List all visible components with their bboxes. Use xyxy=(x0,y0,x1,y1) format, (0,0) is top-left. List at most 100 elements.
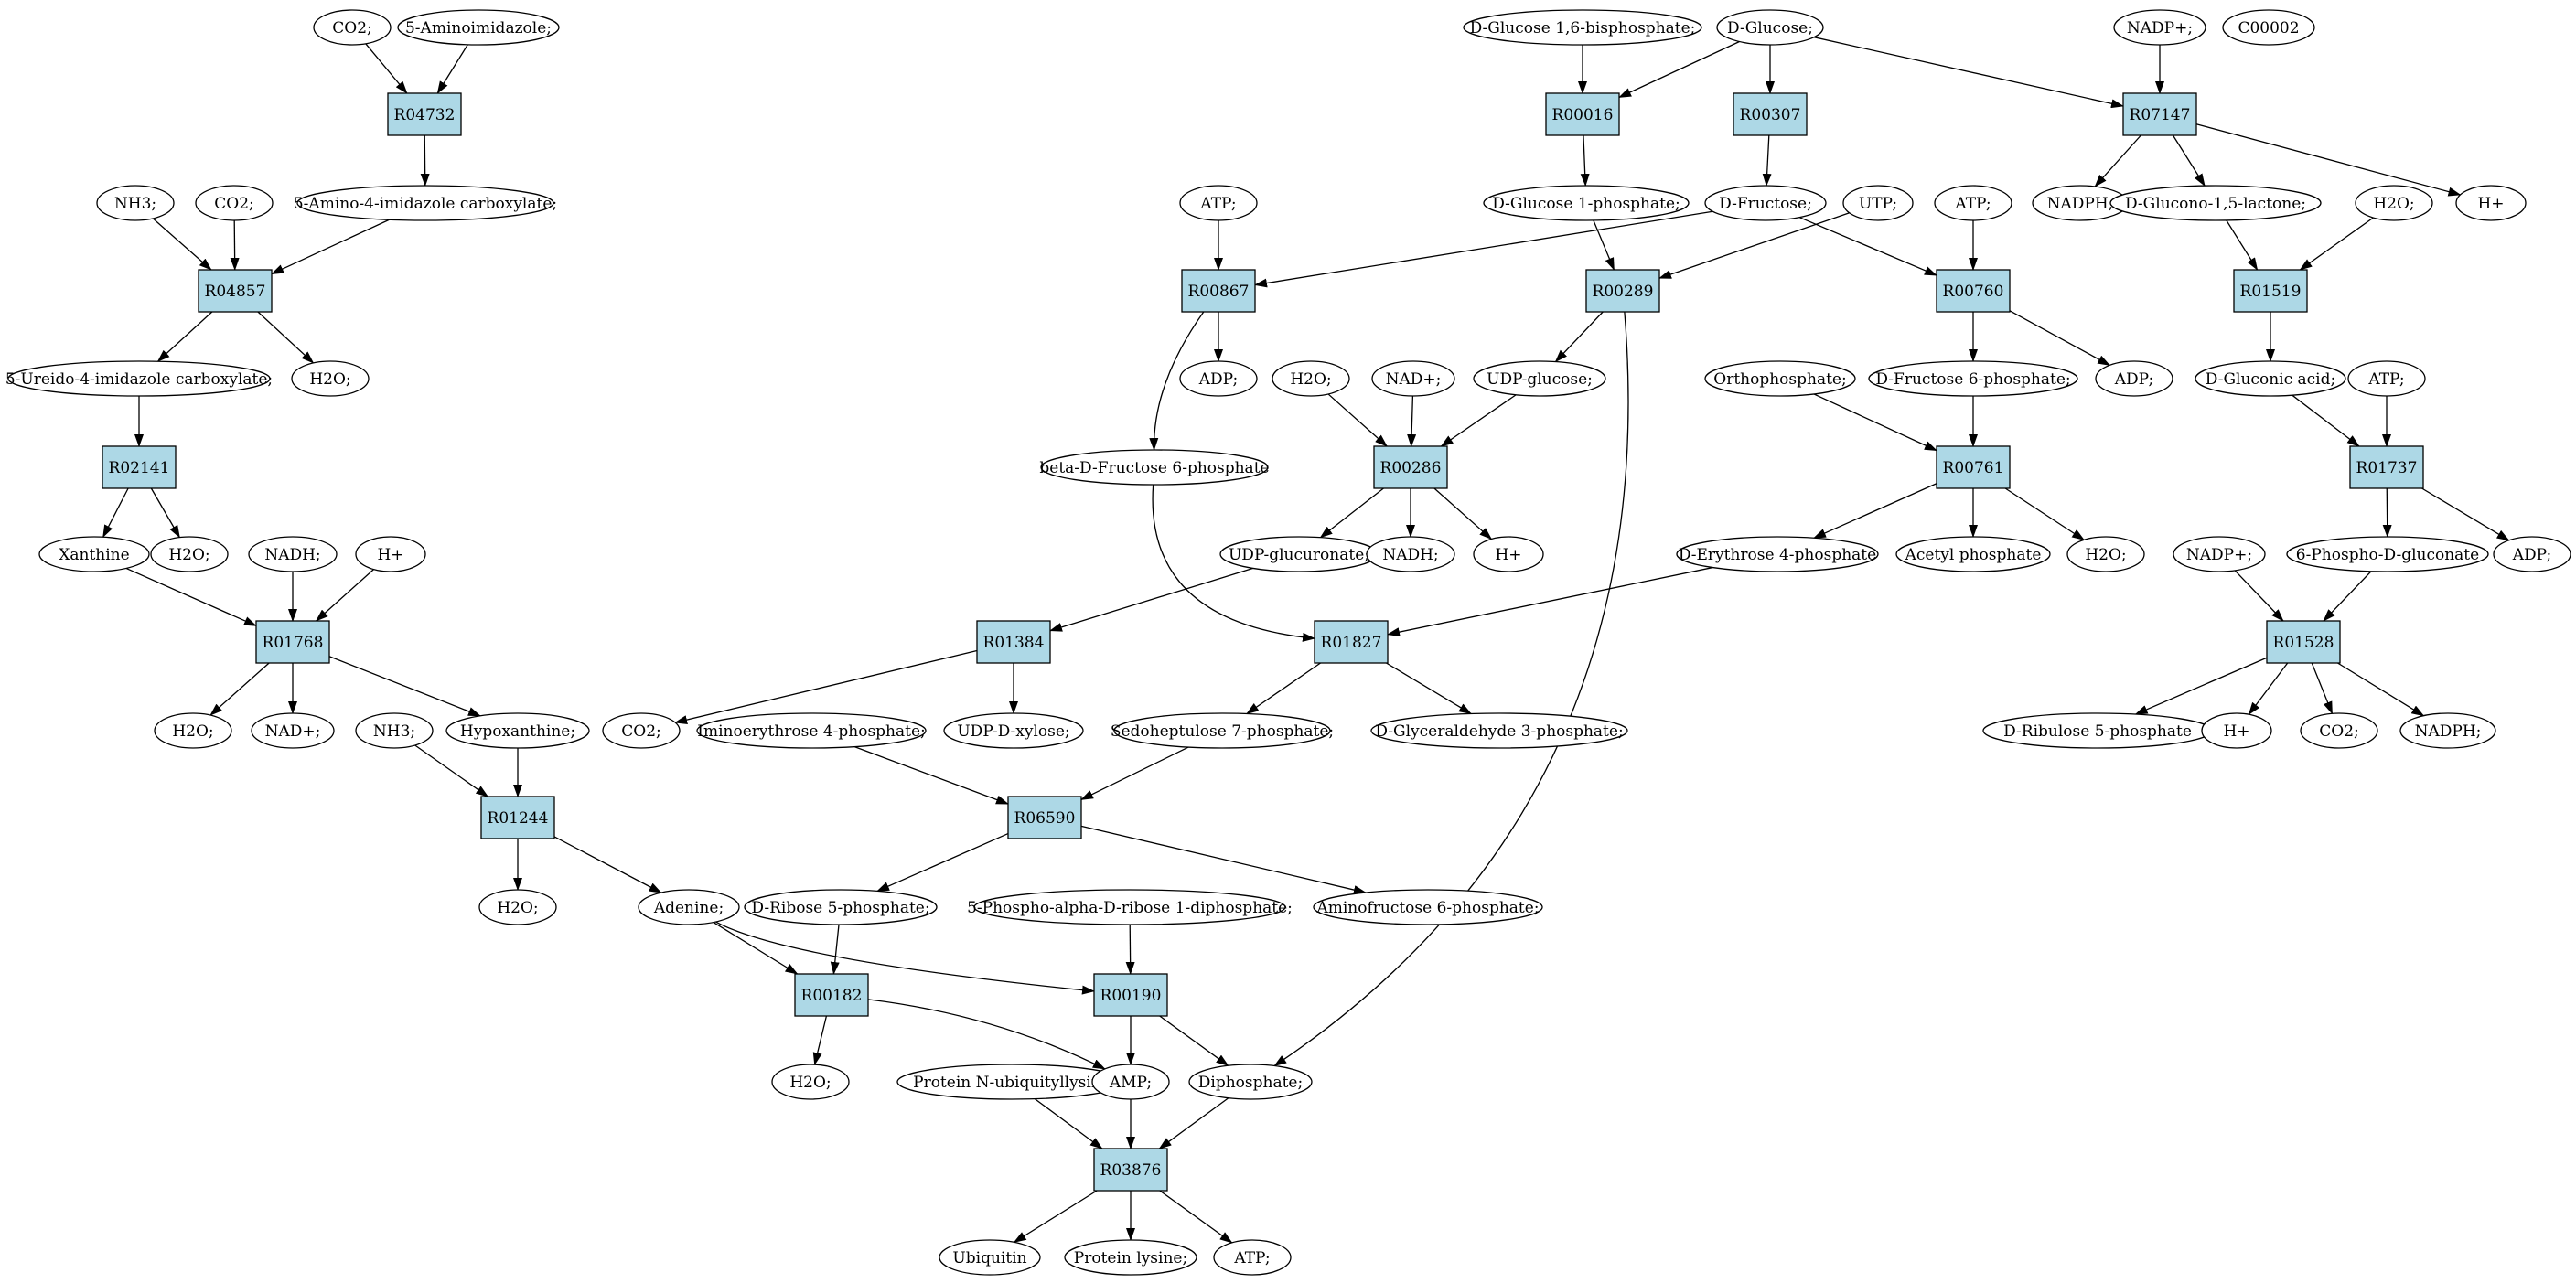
compound-node[interactable]: CO2; xyxy=(195,185,274,221)
reaction-box[interactable] xyxy=(1733,92,1808,136)
compound-ellipse[interactable] xyxy=(2493,536,2571,572)
reaction-node-R00286[interactable]: R00286 xyxy=(1373,445,1448,489)
compound-ellipse[interactable] xyxy=(2095,360,2174,397)
reaction-node-R00182[interactable]: R00182 xyxy=(794,973,869,1017)
compound-ellipse[interactable] xyxy=(943,712,1084,749)
compound-ellipse[interactable] xyxy=(744,889,938,925)
compound-ellipse[interactable] xyxy=(1040,449,1269,486)
compound-ellipse[interactable] xyxy=(1868,360,2078,397)
compound-node[interactable]: H2O; xyxy=(1272,360,1350,397)
reaction-box[interactable] xyxy=(2266,620,2341,664)
compound-ellipse[interactable] xyxy=(2201,712,2272,749)
compound-ellipse[interactable] xyxy=(248,536,338,572)
compound-node[interactable]: AMP; xyxy=(1091,1064,1170,1100)
compound-ellipse[interactable] xyxy=(1676,536,1879,572)
compound-ellipse[interactable] xyxy=(1895,536,2051,572)
compound-node[interactable]: ATP; xyxy=(1179,185,1258,221)
compound-node[interactable]: Aminofructose 6-phosphate; xyxy=(1313,889,1543,925)
compound-ellipse[interactable] xyxy=(2195,360,2346,397)
reaction-node-R06590[interactable]: R06590 xyxy=(1007,796,1082,839)
reaction-box[interactable] xyxy=(1093,1148,1168,1192)
compound-node[interactable]: Acetyl phosphate xyxy=(1895,536,2051,572)
compound-ellipse[interactable] xyxy=(38,536,150,572)
compound-node[interactable]: D-Glyceraldehyde 3-phosphate; xyxy=(1370,712,1628,749)
compound-node[interactable]: D-Fructose 6-phosphate; xyxy=(1868,360,2078,397)
compound-node[interactable]: D-Glucose 1-phosphate; xyxy=(1483,185,1690,221)
compound-ellipse[interactable] xyxy=(2286,536,2489,572)
compound-ellipse[interactable] xyxy=(1370,712,1628,749)
compound-node[interactable]: Protein N-ubiquityllysine xyxy=(896,1064,1127,1100)
compound-node[interactable]: H+ xyxy=(1473,536,1544,572)
compound-ellipse[interactable] xyxy=(291,360,370,397)
compound-ellipse[interactable] xyxy=(313,9,392,46)
compound-ellipse[interactable] xyxy=(1272,360,1350,397)
reaction-node-R04857[interactable]: R04857 xyxy=(198,269,273,313)
compound-node[interactable]: NAD+; xyxy=(1371,360,1455,397)
compound-node[interactable]: UDP-D-xylose; xyxy=(943,712,1084,749)
reaction-node-R01384[interactable]: R01384 xyxy=(976,620,1051,664)
reaction-box[interactable] xyxy=(794,973,869,1017)
compound-node[interactable]: D-Glucose 1,6-bisphosphate; xyxy=(1463,9,1702,46)
reaction-node-R07147[interactable]: R07147 xyxy=(2122,92,2197,136)
compound-ellipse[interactable] xyxy=(1313,889,1543,925)
compound-node[interactable]: 6-Phospho-D-gluconate xyxy=(2286,536,2489,572)
compound-node[interactable]: NADP+; xyxy=(2113,9,2206,46)
compound-node[interactable]: Protein lysine; xyxy=(1064,1239,1197,1276)
compound-node[interactable]: ATP; xyxy=(1934,185,2012,221)
compound-ellipse[interactable] xyxy=(1704,185,1827,221)
reaction-node-R01244[interactable]: R01244 xyxy=(480,796,555,839)
compound-ellipse[interactable] xyxy=(1483,185,1690,221)
compound-node[interactable]: NADH; xyxy=(1366,536,1455,572)
compound-node[interactable]: NADH; xyxy=(248,536,338,572)
compound-ellipse[interactable] xyxy=(1463,9,1702,46)
compound-ellipse[interactable] xyxy=(1064,1239,1197,1276)
reaction-node-R00016[interactable]: R00016 xyxy=(1545,92,1620,136)
compound-ellipse[interactable] xyxy=(2222,9,2315,46)
reaction-node-R00867[interactable]: R00867 xyxy=(1181,269,1256,313)
compound-ellipse[interactable] xyxy=(1366,536,1455,572)
reaction-node-R02141[interactable]: R02141 xyxy=(102,445,177,489)
compound-node[interactable]: 5-Aminoimidazole; xyxy=(397,9,560,46)
compound-ellipse[interactable] xyxy=(195,185,274,221)
compound-node[interactable]: NAD+; xyxy=(251,712,335,749)
compound-node[interactable]: H2O; xyxy=(771,1064,850,1100)
compound-ellipse[interactable] xyxy=(7,360,271,397)
compound-node[interactable]: NADPH; xyxy=(2032,185,2129,221)
reaction-box[interactable] xyxy=(1314,620,1389,664)
compound-ellipse[interactable] xyxy=(2066,536,2145,572)
compound-node[interactable]: NADPH; xyxy=(2399,712,2496,749)
compound-ellipse[interactable] xyxy=(296,185,554,221)
compound-node[interactable]: C00002 xyxy=(2222,9,2315,46)
compound-node[interactable]: 5-Amino-4-imidazole carboxylate; xyxy=(294,185,557,221)
reaction-box[interactable] xyxy=(1093,973,1168,1017)
compound-node[interactable]: D-Gluconic acid; xyxy=(2195,360,2346,397)
compound-node[interactable]: UTP; xyxy=(1842,185,1914,221)
reaction-box[interactable] xyxy=(2233,269,2308,313)
reaction-box[interactable] xyxy=(1181,269,1256,313)
reaction-node-R01519[interactable]: R01519 xyxy=(2233,269,2308,313)
compound-ellipse[interactable] xyxy=(696,712,927,749)
compound-ellipse[interactable] xyxy=(1371,360,1455,397)
compound-node[interactable]: D-Fructose; xyxy=(1704,185,1827,221)
compound-node[interactable]: H2O; xyxy=(291,360,370,397)
reaction-node-R01528[interactable]: R01528 xyxy=(2266,620,2341,664)
compound-ellipse[interactable] xyxy=(96,185,175,221)
compound-ellipse[interactable] xyxy=(2347,360,2426,397)
compound-ellipse[interactable] xyxy=(355,536,426,572)
reaction-box[interactable] xyxy=(1007,796,1082,839)
compound-ellipse[interactable] xyxy=(150,536,229,572)
reaction-box[interactable] xyxy=(976,620,1051,664)
compound-node[interactable]: CO2; xyxy=(2300,712,2378,749)
reaction-box[interactable] xyxy=(1936,445,2011,489)
compound-node[interactable]: H+ xyxy=(2201,712,2272,749)
compound-node[interactable]: H+ xyxy=(2455,185,2527,221)
reaction-box[interactable] xyxy=(1373,445,1448,489)
reaction-node-R00760[interactable]: R00760 xyxy=(1936,269,2011,313)
compound-node[interactable]: Diphosphate; xyxy=(1188,1064,1313,1100)
reaction-box[interactable] xyxy=(198,269,273,313)
compound-node[interactable]: ADP; xyxy=(2095,360,2174,397)
reaction-box[interactable] xyxy=(1545,92,1620,136)
compound-node[interactable]: UDP-glucuronate; xyxy=(1219,536,1379,572)
compound-ellipse[interactable] xyxy=(397,9,560,46)
compound-ellipse[interactable] xyxy=(1188,1064,1313,1100)
